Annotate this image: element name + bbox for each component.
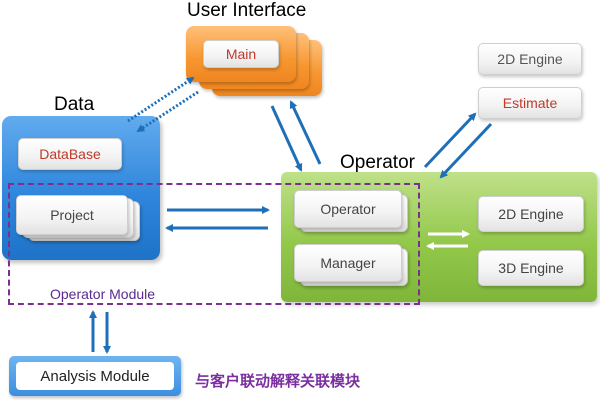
engine-3d-box: 3D Engine bbox=[478, 250, 584, 286]
user-interface-label: User Interface bbox=[187, 0, 307, 21]
engine-2d-box: 2D Engine bbox=[478, 196, 584, 232]
manager-box: Manager bbox=[294, 244, 402, 282]
operator-to-estimate-arrow bbox=[423, 112, 477, 169]
operator-box: Operator bbox=[294, 190, 402, 228]
main-box: Main bbox=[203, 40, 279, 68]
estimate-to-operator-arrow bbox=[439, 122, 493, 179]
ui-to-operator-arrow bbox=[270, 105, 303, 172]
operator-module-label: Operator Module bbox=[50, 286, 156, 302]
ui-to-data-arrow bbox=[136, 90, 199, 133]
database-box: DataBase bbox=[18, 138, 122, 170]
chinese-caption: 与客户联动解释关联模块 bbox=[195, 372, 361, 390]
engine-2d-top-box: 2D Engine bbox=[478, 43, 582, 75]
analysis-module-label: Analysis Module bbox=[16, 362, 174, 390]
operator-module-frame bbox=[8, 183, 420, 305]
operator-label: Operator bbox=[340, 152, 415, 173]
operator-to-ui-arrow bbox=[289, 100, 322, 165]
estimate-box: Estimate bbox=[478, 87, 582, 119]
data-label: Data bbox=[54, 94, 95, 115]
project-box: Project bbox=[16, 195, 128, 235]
data-to-ui-arrow bbox=[127, 76, 195, 123]
